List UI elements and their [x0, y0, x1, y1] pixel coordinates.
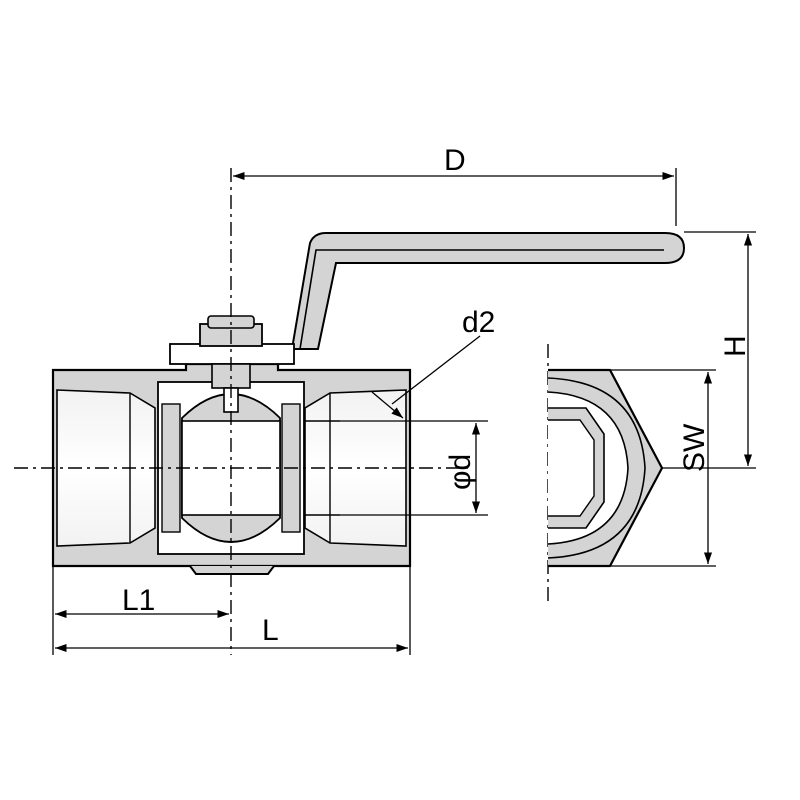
dimension-sw	[610, 369, 716, 567]
dimension-l	[55, 566, 411, 655]
label-h: H	[719, 335, 752, 357]
label-sw: SW	[678, 423, 711, 472]
label-d2: d2	[462, 306, 495, 339]
dimension-d	[233, 168, 677, 226]
hex-end-view	[547, 344, 664, 604]
dimension-l1	[52, 566, 229, 655]
label-l: L	[262, 614, 279, 647]
lever-handle	[290, 232, 686, 350]
dimension-phi-d	[340, 420, 488, 516]
label-phi-d: φd	[444, 454, 477, 490]
dimension-d2-arrow	[371, 391, 404, 419]
dimension-d2-leader	[391, 335, 481, 405]
label-d: D	[444, 144, 466, 177]
label-l1: L1	[122, 584, 155, 617]
